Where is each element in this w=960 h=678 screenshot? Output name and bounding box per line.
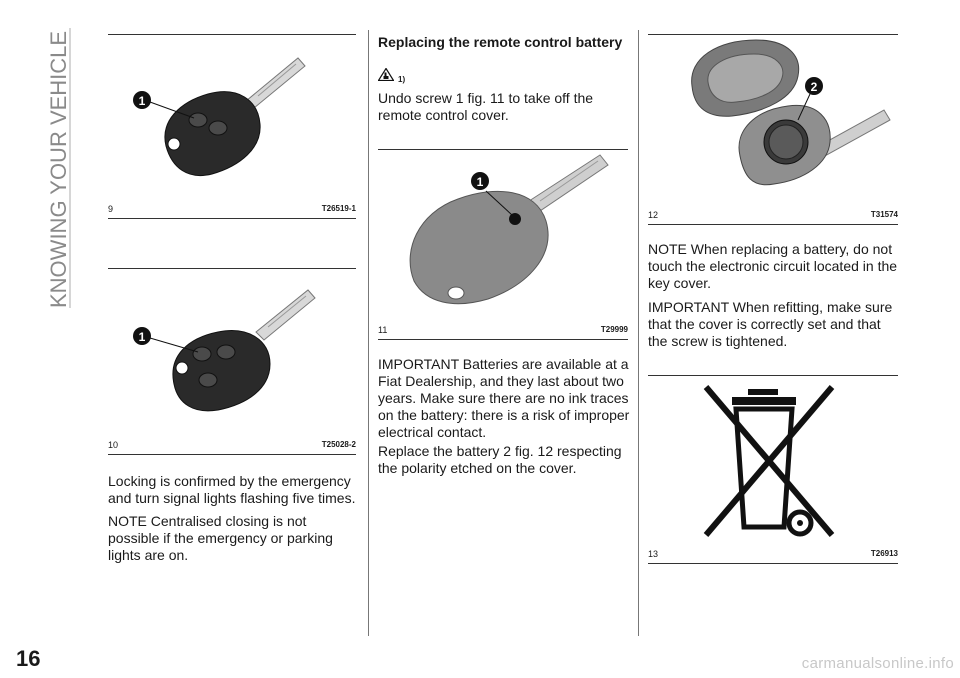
fig11-top-rule	[378, 149, 628, 150]
figure-10-key-three-buttons: 1	[108, 270, 356, 436]
fig12-caption: 12 T31574	[648, 210, 898, 224]
figure-12-battery-replacement: 2	[648, 36, 898, 204]
fig12-number: 12	[648, 210, 659, 220]
fig10-top-rule	[108, 268, 356, 269]
figure-11-key-cover-screw: 1	[378, 151, 628, 321]
warning-hand-icon	[378, 68, 394, 81]
fig13-number: 13	[648, 549, 659, 559]
fig12-callout: 2	[811, 80, 818, 94]
fig9-callout: 1	[139, 94, 146, 108]
fig9-top-rule	[108, 34, 356, 35]
fig9-caption: 9 T26519-1	[108, 204, 356, 218]
fig13-code: T26913	[870, 549, 898, 558]
col3-paragraph-2: IMPORTANT When refitting, make sure that…	[648, 299, 893, 349]
warning-ref-number: 1)	[398, 75, 406, 84]
fig12-bottom-rule	[648, 224, 898, 225]
fig13-bottom-rule	[648, 563, 898, 564]
fig10-caption: 10 T25028-2	[108, 440, 356, 454]
fig11-caption: 11 T29999	[378, 325, 628, 339]
fig11-callout-circle	[471, 172, 489, 190]
fig11-number: 11	[378, 325, 388, 335]
page-number: 16	[16, 646, 41, 671]
fig10-bottom-rule	[108, 454, 356, 455]
col3-paragraph-1: NOTE When replacing a battery, do not to…	[648, 241, 898, 291]
figure-9-key-two-buttons: 1	[108, 36, 356, 200]
fig11-callout: 1	[477, 175, 484, 189]
crossed-bin-icon	[703, 385, 835, 537]
watermark: carmanualsonline.info	[801, 655, 954, 672]
fig12-callout-circle	[805, 77, 823, 95]
fig9-bottom-rule	[108, 218, 356, 219]
fig9-number: 9	[108, 204, 114, 214]
fig13-top-rule	[648, 375, 898, 376]
col2-paragraph-3: Replace the battery 2 fig. 12 respecting…	[378, 443, 622, 476]
col2-paragraph-2: IMPORTANT Batteries are available at a F…	[378, 356, 630, 440]
fig11-code: T29999	[600, 325, 628, 334]
section-title-text: KNOWING YOUR VEHICLE	[46, 31, 71, 308]
fig9-code: T26519-1	[321, 204, 356, 213]
fig12-top-rule	[648, 34, 898, 35]
warning-reference: 1)	[378, 68, 438, 84]
fig11-bottom-rule	[378, 339, 628, 340]
fig9-callout-circle	[133, 91, 151, 109]
fig10-code: T25028-2	[321, 440, 356, 449]
fig10-callout: 1	[139, 330, 146, 344]
col1-paragraph-1: Locking is confirmed by the emergency an…	[108, 473, 356, 506]
figure-13-crossed-bin-symbol	[648, 377, 898, 545]
fig13-caption: 13 T26913	[648, 549, 898, 563]
section-title: KNOWING YOUR VEHICLE	[18, 18, 74, 308]
column-divider-2	[638, 30, 639, 636]
col2-paragraph-1: Undo screw 1 fig. 11 to take off the rem…	[378, 90, 594, 123]
fig10-number: 10	[108, 440, 119, 450]
column-divider-1	[368, 30, 369, 636]
fig12-code: T31574	[870, 210, 898, 219]
col1-paragraph-2: NOTE Centralised closing is not possible…	[108, 513, 333, 563]
section-heading: Replacing the remote control battery	[378, 34, 623, 50]
fig10-callout-circle	[133, 327, 151, 345]
